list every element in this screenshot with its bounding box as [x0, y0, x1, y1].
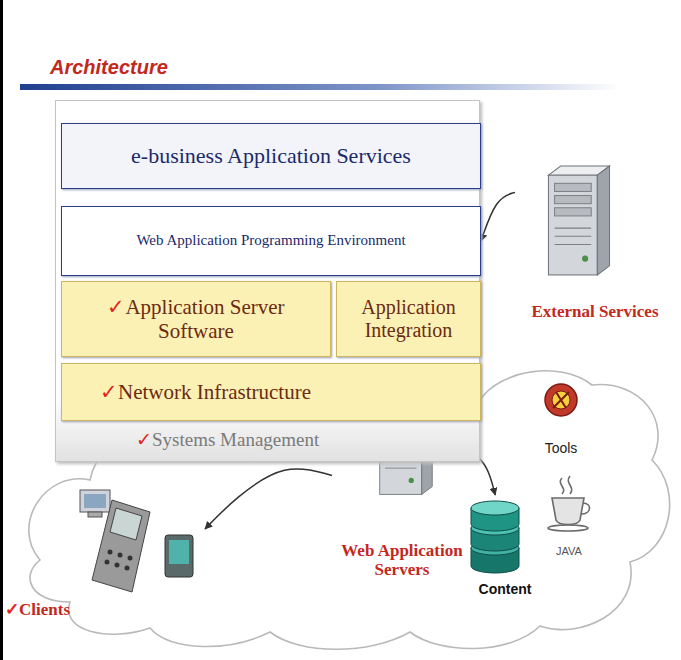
node-label: JAVA	[556, 545, 582, 558]
node-label: ✓Network Infrastructure	[100, 380, 311, 404]
external-services: External Services	[515, 160, 675, 322]
app-server-box: ✓Application Server Software	[61, 281, 331, 357]
node-label: Tools	[545, 440, 578, 456]
framework-panel: ✓Systems Management e-business Applicatio…	[55, 100, 480, 462]
node-label: Application Integration	[343, 296, 474, 342]
content-store: Content	[470, 495, 540, 597]
web-application-servers: Web Application Servers	[332, 390, 472, 580]
node-label: Web Application Programming Environment	[136, 232, 405, 249]
database-icon	[471, 501, 519, 573]
node-label: ✓Clients	[5, 600, 70, 620]
tools-icon	[545, 384, 577, 416]
node-label: ✓Application Server Software	[70, 295, 322, 343]
node-label: Content	[479, 581, 532, 597]
node-label: e-business Application Services	[131, 143, 411, 168]
java: JAVA	[538, 472, 600, 558]
title-bar	[20, 84, 620, 90]
diagram-title: Architecture	[50, 56, 168, 79]
node-label: External Services	[532, 302, 659, 322]
service-band: e-business Application Services	[61, 123, 481, 189]
network-band: ✓Network Infrastructure	[61, 363, 481, 421]
external-server-icon	[548, 166, 609, 275]
node-label: ✓Systems Management	[136, 429, 319, 451]
connector	[481, 192, 515, 241]
environment-band: Web Application Programming Environment	[61, 206, 481, 276]
page-rule	[0, 0, 3, 660]
client-devices	[80, 490, 193, 592]
tools: Tools	[525, 378, 597, 456]
connector	[205, 469, 332, 529]
clients: ✓Clients	[5, 480, 205, 620]
integration-box: Application Integration	[336, 281, 481, 357]
java-icon	[548, 476, 590, 531]
node-label: Web Application Servers	[332, 541, 472, 580]
